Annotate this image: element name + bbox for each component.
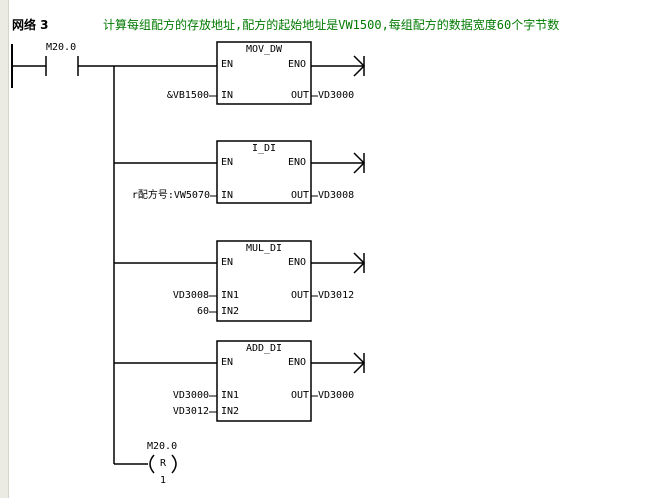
output-operand[interactable]: VD3008 <box>318 190 355 201</box>
contact-m20-0[interactable] <box>12 56 114 76</box>
eno-pin: ENO <box>288 357 307 368</box>
output-operand[interactable]: VD3012 <box>318 290 355 301</box>
output-operand[interactable]: VD3000 <box>318 90 355 101</box>
coil-count: 1 <box>159 475 167 486</box>
in1-pin: IN1 <box>221 390 240 401</box>
output-operand[interactable]: VD3000 <box>318 390 355 401</box>
contact-address: M20.0 <box>46 42 77 53</box>
in-pin: IN <box>221 90 234 101</box>
out-pin: OUT <box>291 90 310 101</box>
block-i-di[interactable] <box>114 140 365 204</box>
en-pin: EN <box>221 357 234 368</box>
eno-pin: ENO <box>288 257 307 268</box>
block-title: I_DI <box>251 143 277 154</box>
coil-symbol: R <box>159 458 167 469</box>
coil-address: M20.0 <box>147 441 178 452</box>
block-title: MUL_DI <box>245 243 283 254</box>
network-title[interactable]: 网络 3 <box>12 18 49 32</box>
input-operand[interactable]: VD3000 <box>172 390 209 401</box>
block-add-di[interactable] <box>114 340 365 422</box>
eno-pin: ENO <box>288 59 307 70</box>
en-pin: EN <box>221 257 234 268</box>
out-pin: OUT <box>291 190 310 201</box>
input-operand[interactable]: r配方号:VW5070 <box>131 190 210 201</box>
block-mov-dw[interactable] <box>114 41 365 105</box>
en-pin: EN <box>221 59 234 70</box>
input-operand[interactable]: VD3012 <box>172 406 209 417</box>
block-mul-di[interactable] <box>114 240 365 322</box>
input-operand[interactable]: 60 <box>196 306 209 317</box>
eno-pin: ENO <box>288 157 307 168</box>
block-title: MOV_DW <box>245 44 283 55</box>
input-operand[interactable]: VD3008 <box>172 290 209 301</box>
in1-pin: IN1 <box>221 290 240 301</box>
out-pin: OUT <box>291 390 310 401</box>
editor-left-margin <box>0 0 9 498</box>
network-comment[interactable]: 计算每组配方的存放地址,配方的起始地址是VW1500,每组配方的数据宽度60个字… <box>103 18 560 32</box>
in2-pin: IN2 <box>221 406 240 417</box>
out-pin: OUT <box>291 290 310 301</box>
in2-pin: IN2 <box>221 306 240 317</box>
input-operand[interactable]: &VB1500 <box>166 90 209 101</box>
block-title: ADD_DI <box>245 343 283 354</box>
en-pin: EN <box>221 157 234 168</box>
reset-coil[interactable] <box>114 454 177 474</box>
in-pin: IN <box>221 190 234 201</box>
